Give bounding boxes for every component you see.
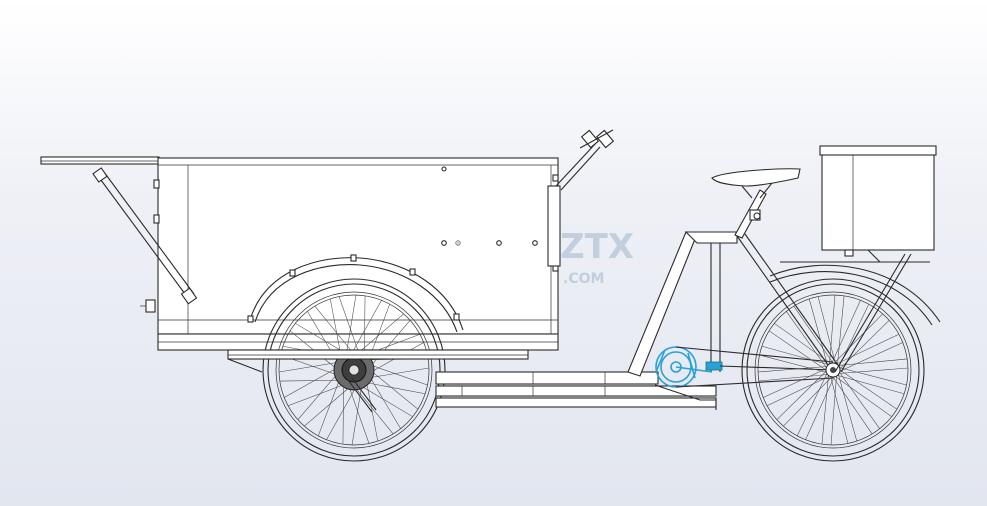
wheel-spoke [839, 372, 880, 429]
chain-stay-upper [736, 235, 834, 373]
wheel-spoke [839, 342, 903, 372]
wheel-spoke [834, 313, 883, 364]
wheel-spoke [821, 375, 829, 445]
wheel-spoke [836, 333, 900, 365]
wheel-spoke [830, 376, 849, 444]
wheel-spoke [365, 380, 379, 442]
wheel-spoke [796, 373, 828, 437]
wheel-spoke [304, 385, 352, 427]
wheel-spoke [839, 367, 908, 374]
wheel-spoke [364, 295, 366, 358]
steering-column [555, 142, 597, 187]
wheel-spoke [793, 305, 834, 364]
wheel-spoke [287, 383, 347, 407]
wheel-spoke [774, 323, 831, 364]
watermark-mark: ZTX [560, 227, 634, 267]
wheel-spoke [351, 383, 363, 446]
wheel-spoke [768, 330, 827, 371]
wheel-spoke [829, 295, 836, 364]
pedal [705, 361, 723, 371]
rear-fender [769, 264, 941, 323]
watermark: ZTX .COM [560, 227, 634, 287]
wheel-spoke [839, 369, 898, 410]
wheel-spoke [284, 366, 339, 398]
wheel-spoke [758, 374, 828, 382]
wheel-spoke [317, 377, 341, 437]
watermark-domain: .COM [563, 271, 604, 287]
wheel-spoke [808, 298, 828, 366]
wheel-spoke [805, 376, 835, 440]
wheel-spoke [838, 358, 908, 366]
wheel-spoke [839, 367, 907, 386]
wheel-spoke [364, 381, 426, 395]
wheel-spoke [314, 305, 355, 355]
wheel-spoke [338, 296, 360, 356]
wheel-spoke [342, 382, 344, 445]
wheel-spoke [758, 366, 827, 373]
open-lid [40, 156, 160, 165]
wheel-spoke [830, 376, 837, 445]
wheel-spoke [776, 371, 827, 420]
cargo-box-body [157, 157, 559, 335]
wheel-spoke [353, 385, 394, 435]
rear-storage-box [821, 149, 935, 251]
saddle [711, 168, 801, 221]
wheel-spoke [766, 375, 830, 407]
wheel-spoke [837, 295, 845, 365]
wheel-spoke [279, 380, 342, 382]
wheel-spoke [367, 367, 430, 379]
wheel-spoke [783, 376, 832, 427]
crank-arm [675, 366, 713, 373]
wheel-spoke [835, 376, 892, 417]
rear-rack [780, 145, 937, 373]
wheel-spoke [297, 372, 339, 420]
wheel-spoke [831, 300, 861, 364]
main-frame [227, 129, 841, 410]
wheel-spoke [278, 361, 341, 373]
lower-frame-tube [435, 371, 659, 385]
wheel-spoke [763, 368, 827, 398]
wheel-spoke [359, 384, 413, 417]
wheel-spoke [368, 364, 428, 386]
wheel-spoke [832, 376, 873, 435]
front-fender [247, 254, 464, 333]
lid-support-strut [97, 175, 189, 299]
wheel-spoke [838, 374, 858, 442]
wheel-spoke [759, 354, 827, 373]
wheel-spoke [786, 311, 827, 368]
rear-latch [145, 299, 156, 313]
chain-top [675, 346, 834, 363]
rear-wheel [741, 264, 941, 462]
wheel-spoke [348, 384, 370, 444]
wheel-spoke [817, 296, 836, 364]
wheel-spoke [761, 345, 829, 365]
wheel-spoke [837, 375, 905, 395]
cargo-box [40, 156, 559, 351]
